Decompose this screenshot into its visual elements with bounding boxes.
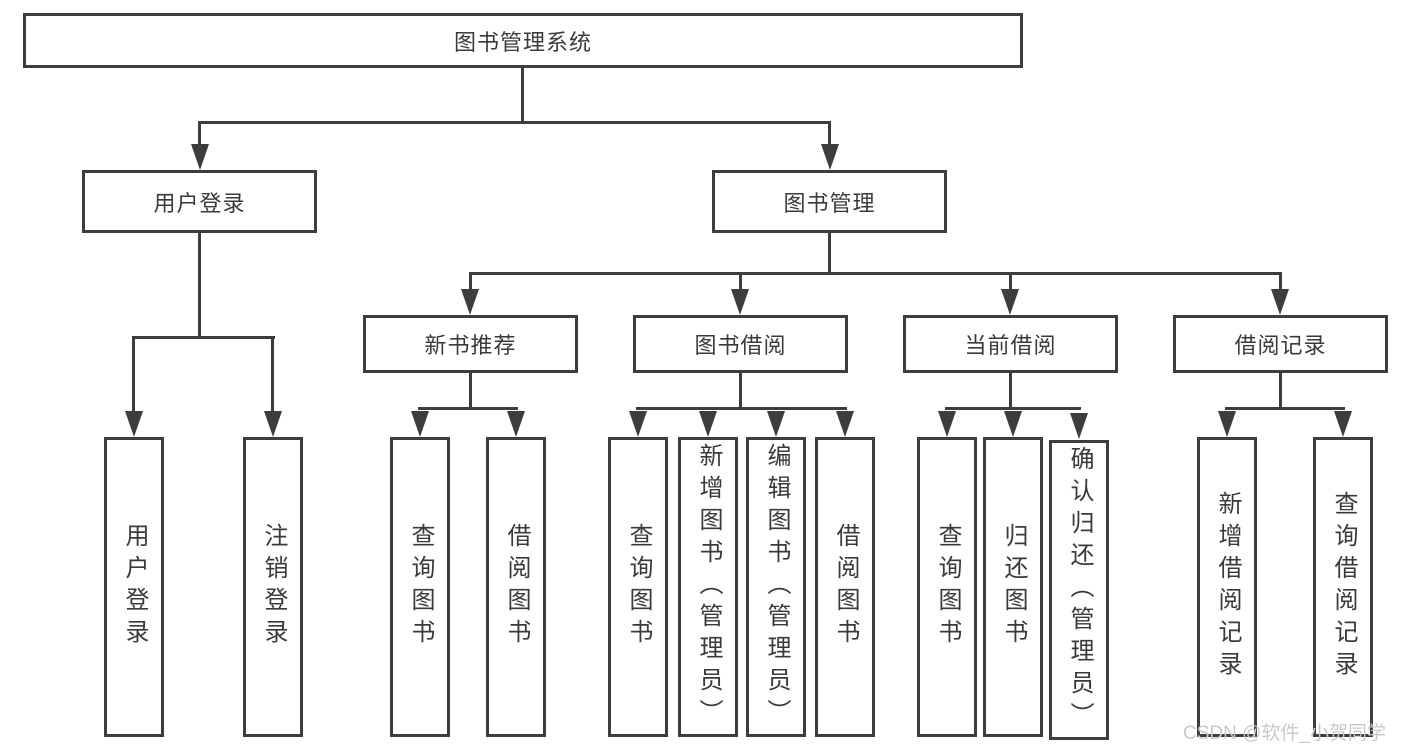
leaf-borrow-books-recommend: 借阅图书 <box>486 437 546 737</box>
edge-drop-current-borrow <box>1009 272 1012 290</box>
edge-drop-book-borrow <box>739 272 742 290</box>
node-book-borrow: 图书借阅 <box>633 315 848 373</box>
edge-borrow-records-bus <box>1225 407 1345 410</box>
edge-book-borrow-bus <box>636 407 847 410</box>
edge-level2-bus <box>198 121 831 124</box>
leaf-add-borrow-record: 新增借阅记录 <box>1197 437 1257 737</box>
arrowhead-edit-books <box>767 411 785 437</box>
edge-drop-leaf-logout <box>271 336 274 413</box>
edge-new-books-stub <box>469 373 472 410</box>
arrowhead-leaf-logout <box>264 411 282 437</box>
leaf-query-books-current: 查询图书 <box>917 437 977 737</box>
arrowhead-add-borrow-record <box>1218 411 1236 437</box>
arrowhead-query-books-current <box>938 411 956 437</box>
leaf-user-login: 用户登录 <box>104 437 164 737</box>
node-borrow-records: 借阅记录 <box>1173 315 1388 373</box>
arrowhead-leaf-login <box>125 411 143 437</box>
edge-new-books-bus <box>418 407 518 410</box>
arrowhead-new-books <box>461 289 479 315</box>
node-current-borrow: 当前借阅 <box>903 315 1118 373</box>
edge-drop-leaf-login <box>132 336 135 413</box>
leaf-query-borrow-record: 查询借阅记录 <box>1313 437 1373 737</box>
arrowhead-return-books <box>1004 411 1022 437</box>
edge-current-borrow-stub <box>1009 373 1012 410</box>
edge-current-borrow-bus <box>945 407 1081 410</box>
leaf-logout: 注销登录 <box>243 437 303 737</box>
arrowhead-borrow-records <box>1271 289 1289 315</box>
arrowhead-book-borrow <box>731 289 749 315</box>
edge-book-mgmt-stub <box>828 233 831 275</box>
arrowhead-borrow-books-recommend <box>507 411 525 437</box>
edge-level3-bus <box>469 272 1282 275</box>
edge-drop-borrow-records <box>1279 272 1282 290</box>
node-new-book-recommend: 新书推荐 <box>363 315 578 373</box>
leaf-borrow-books: 借阅图书 <box>815 437 875 737</box>
edge-borrow-records-stub <box>1279 373 1282 410</box>
leaf-edit-books-admin: 编辑图书（管理员） <box>746 437 806 737</box>
edge-user-login-stub <box>198 233 201 339</box>
edge-book-borrow-stub <box>739 373 742 410</box>
csdn-watermark: CSDN @软件_小贺同学 <box>1183 723 1386 744</box>
edge-root-stub <box>521 68 524 124</box>
arrowhead-add-books <box>699 411 717 437</box>
arrowhead-book-mgmt <box>821 144 839 170</box>
leaf-return-books: 归还图书 <box>983 437 1043 737</box>
leaf-query-books-recommend: 查询图书 <box>390 437 450 737</box>
leaf-add-books-admin: 新增图书（管理员） <box>678 437 738 737</box>
arrowhead-query-books-borrow <box>629 411 647 437</box>
edge-drop-book-mgmt <box>828 121 831 147</box>
arrowhead-query-books-recommend <box>411 411 429 437</box>
node-library-system: 图书管理系统 <box>23 13 1023 68</box>
edge-user-login-bus <box>132 336 275 339</box>
edge-drop-user-login <box>198 121 201 147</box>
arrowhead-query-borrow-record <box>1334 411 1352 437</box>
node-user-login: 用户登录 <box>82 170 317 233</box>
leaf-query-books-borrow: 查询图书 <box>608 437 668 737</box>
arrowhead-borrow-books <box>836 411 854 437</box>
leaf-confirm-return-admin: 确认归还（管理员） <box>1049 440 1109 740</box>
node-book-management: 图书管理 <box>712 170 947 233</box>
arrowhead-user-login <box>191 144 209 170</box>
arrowhead-confirm-return <box>1070 413 1088 439</box>
edge-drop-new-books <box>469 272 472 290</box>
arrowhead-current-borrow <box>1001 289 1019 315</box>
